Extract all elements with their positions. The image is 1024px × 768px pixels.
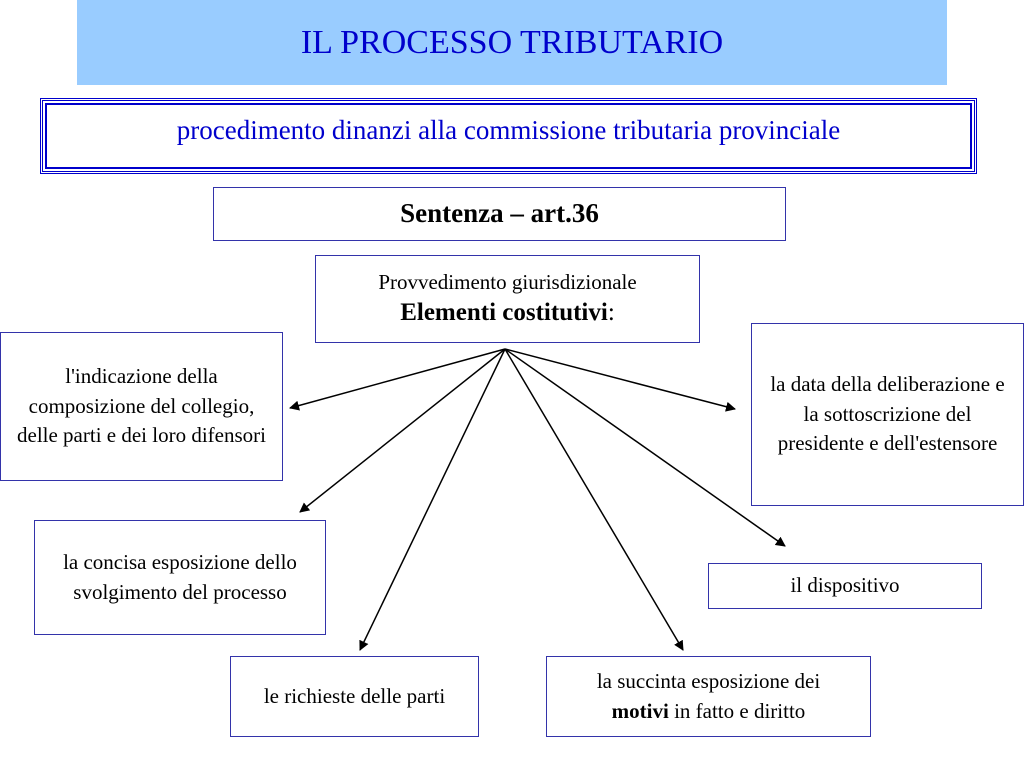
arrow-to-richieste — [359, 348, 506, 651]
page-title: IL PROCESSO TRIBUTARIO — [300, 23, 724, 61]
center-node-subtitle-bold: Elementi costitutivi — [400, 299, 608, 327]
arrow-to-svolgimento — [299, 348, 506, 513]
element-motivi-bold: motivi — [611, 698, 669, 723]
arrow-to-data — [504, 348, 736, 412]
element-data-text: la data della deliberazione e la sottosc… — [770, 372, 1005, 456]
arrow-to-motivi — [504, 348, 684, 651]
element-dispositivo-text: il dispositivo — [790, 573, 900, 598]
element-composizione: l'indicazione della composizione del col… — [0, 332, 283, 481]
element-svolgimento-text: la concisa esposizione dello svolgimento… — [63, 550, 297, 604]
element-dispositivo: il dispositivo — [708, 563, 982, 609]
arrow-to-composizione — [289, 348, 506, 411]
subtitle-text: procedimento dinanzi alla commissione tr… — [176, 115, 841, 145]
center-node-subtitle: Elementi costitutivi: — [400, 296, 615, 330]
element-richieste: le richieste delle parti — [230, 656, 479, 737]
element-motivi-post: in fatto e diritto — [674, 698, 806, 723]
element-motivi-text: la succinta esposizione dei motivi in fat… — [597, 667, 820, 726]
center-node-subtitle-suffix: : — [607, 299, 615, 327]
title-bar: IL PROCESSO TRIBUTARIO — [77, 0, 947, 85]
sentenza-box: Sentenza – art.36 — [213, 187, 786, 241]
subtitle-box: procedimento dinanzi alla commissione tr… — [40, 98, 977, 174]
element-motivi-pre: la succinta esposizione dei — [596, 669, 821, 694]
element-richieste-text: le richieste delle parti — [263, 683, 446, 708]
element-motivi: la succinta esposizione dei motivi in fat… — [546, 656, 871, 737]
arrow-to-dispositivo — [504, 348, 786, 547]
center-node-title: Provvedimento giurisdizionale — [378, 269, 637, 294]
element-svolgimento: la concisa esposizione dello svolgimento… — [34, 520, 326, 635]
center-node: Provvedimento giurisdizionale Elementi c… — [315, 255, 700, 343]
sentenza-label: Sentenza – art.36 — [400, 198, 599, 229]
element-composizione-text: l'indicazione della composizione del col… — [17, 364, 266, 448]
